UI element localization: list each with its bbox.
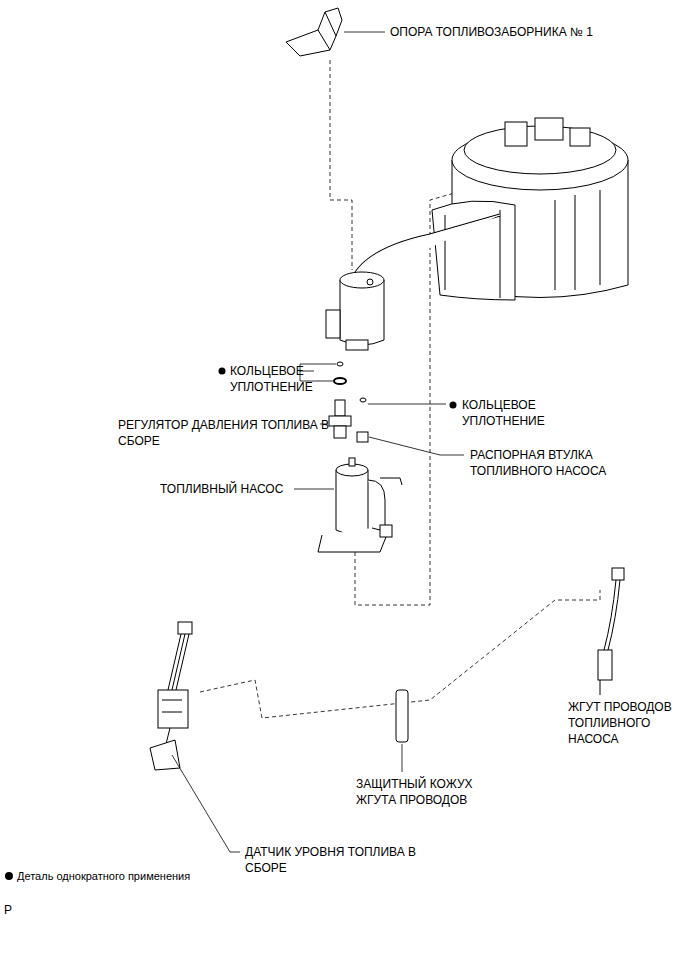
fuel-filter <box>326 272 384 350</box>
part-label: ДАТЧИК УРОВНЯ ТОПЛИВА В СБОРЕ <box>245 844 450 876</box>
wire-protector <box>396 690 408 742</box>
wire-harness <box>598 568 624 695</box>
page-code: P <box>4 902 12 918</box>
part-label: ЗАЩИТНЫЙ КОЖУХ ЖГУТА ПРОВОДОВ <box>356 776 491 808</box>
o-rings <box>334 362 366 402</box>
part-label: ТОПЛИВНЫЙ НАСОС <box>160 481 283 497</box>
part-label: КОЛЬЦЕВОЕ УПЛОТНЕНИЕ <box>462 397 552 429</box>
legend-text: Деталь однократного применения <box>17 868 190 884</box>
bracket <box>286 8 342 56</box>
part-label: РАСПОРНАЯ ВТУЛКА ТОПЛИВНОГО НАСОСА <box>470 447 620 479</box>
pump-module <box>350 118 628 300</box>
part-label: ОПОРА ТОПЛИВОЗАБОРНИКА № 1 <box>390 24 593 40</box>
one-time-bullet <box>450 402 457 409</box>
spacer <box>357 432 368 442</box>
fuel-pump <box>318 458 402 552</box>
legend-bullet <box>5 872 13 880</box>
one-time-bullet <box>219 368 226 375</box>
part-label: РЕГУЛЯТОР ДАВЛЕНИЯ ТОПЛИВА В СБОРЕ <box>118 417 333 449</box>
legend-row: Деталь однократного применения <box>5 868 190 884</box>
fuel-sender <box>150 622 192 770</box>
part-label: ЖГУТ ПРОВОДОВ ТОПЛИВНОГО НАСОСА <box>568 699 680 747</box>
part-label: КОЛЬЦЕВОЕ УПЛОТНЕНИЕ <box>230 363 320 395</box>
leader-lines <box>172 32 464 852</box>
pressure-regulator <box>329 400 351 438</box>
